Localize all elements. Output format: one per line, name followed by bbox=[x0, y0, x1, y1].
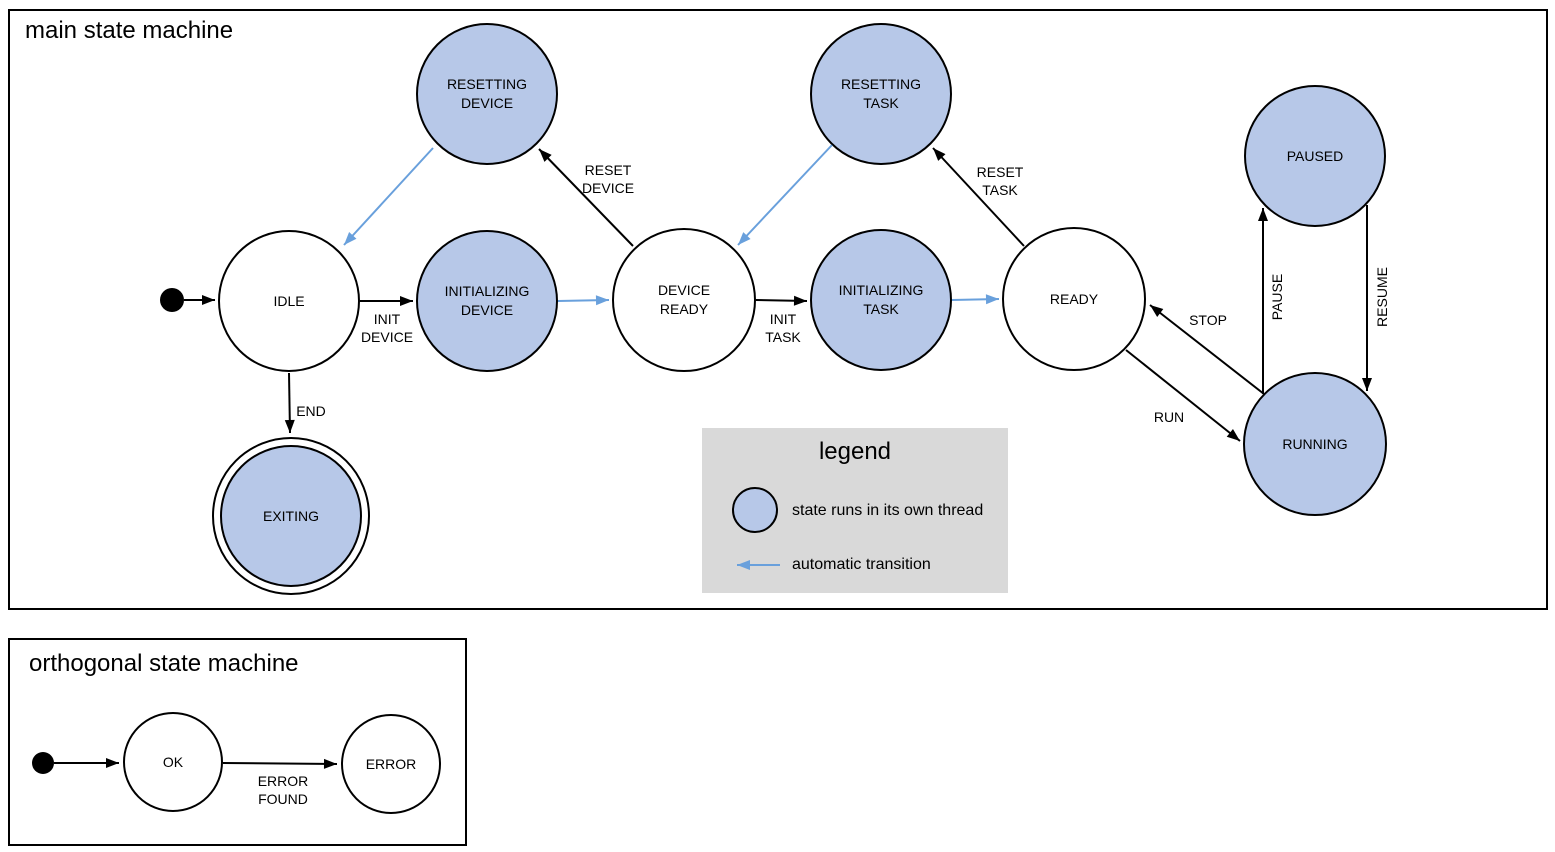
main-panel-title: main state machine bbox=[25, 17, 234, 44]
state-idle: IDLE bbox=[218, 230, 360, 372]
state-resetting-task: RESETTING TASK bbox=[810, 23, 952, 165]
legend-auto-label: automatic transition bbox=[792, 556, 931, 573]
automatic-transition-symbol bbox=[737, 560, 780, 570]
state-initializing-task: INITIALIZING TASK bbox=[810, 229, 952, 371]
orthogonal-panel-title: orthogonal state machine bbox=[29, 650, 299, 677]
transition-label-pause: PAUSE bbox=[1268, 273, 1285, 321]
state-ok: OK bbox=[123, 712, 223, 812]
transition-label-stop: STOP bbox=[1189, 311, 1227, 328]
transition-label-error-found: ERROR FOUND bbox=[257, 772, 309, 807]
transition-label-end: END bbox=[296, 402, 326, 419]
state-initializing-task-label: INITIALIZING TASK bbox=[838, 282, 924, 317]
transition-label-resume: RESUME bbox=[1373, 267, 1390, 327]
transition-label-run: RUN bbox=[1153, 408, 1185, 425]
state-error-label: ERROR bbox=[365, 755, 417, 772]
state-resetting-task-label: RESETTING TASK bbox=[840, 76, 922, 111]
transition-label-reset-device: RESET DEVICE bbox=[581, 161, 635, 196]
state-ready-label: READY bbox=[1049, 290, 1099, 307]
state-exiting-label: EXITING bbox=[262, 507, 319, 524]
legend-box: legend state runs in its own thread auto… bbox=[702, 428, 1008, 593]
state-error: ERROR bbox=[341, 714, 441, 814]
initial-state-dot-main bbox=[160, 288, 184, 312]
state-running-label: RUNNING bbox=[1282, 435, 1348, 452]
state-paused: PAUSED bbox=[1244, 85, 1386, 227]
state-exiting: EXITING bbox=[220, 445, 362, 587]
state-initializing-device: INITIALIZING DEVICE bbox=[416, 230, 558, 372]
state-device-ready: DEVICE READY bbox=[612, 228, 756, 372]
state-ok-label: OK bbox=[162, 753, 184, 770]
transition-label-reset-task: RESET TASK bbox=[976, 163, 1024, 198]
legend-threaded-label: state runs in its own thread bbox=[792, 502, 984, 519]
state-idle-label: IDLE bbox=[273, 292, 305, 309]
state-resetting-device: RESETTING DEVICE bbox=[416, 23, 558, 165]
transition-label-init-device: INIT DEVICE bbox=[360, 310, 414, 345]
state-running: RUNNING bbox=[1243, 372, 1387, 516]
state-paused-label: PAUSED bbox=[1286, 147, 1344, 164]
state-initializing-device-label: INITIALIZING DEVICE bbox=[444, 283, 530, 318]
legend-title: legend bbox=[818, 438, 892, 465]
threaded-state-symbol bbox=[732, 487, 778, 533]
state-ready: READY bbox=[1002, 227, 1146, 371]
state-resetting-device-label: RESETTING DEVICE bbox=[446, 76, 528, 111]
initial-state-dot-orthogonal bbox=[32, 752, 54, 774]
transition-label-init-task: INIT TASK bbox=[765, 310, 801, 345]
state-device-ready-label: DEVICE READY bbox=[657, 282, 711, 317]
final-state-exiting-ring: EXITING bbox=[212, 437, 370, 595]
